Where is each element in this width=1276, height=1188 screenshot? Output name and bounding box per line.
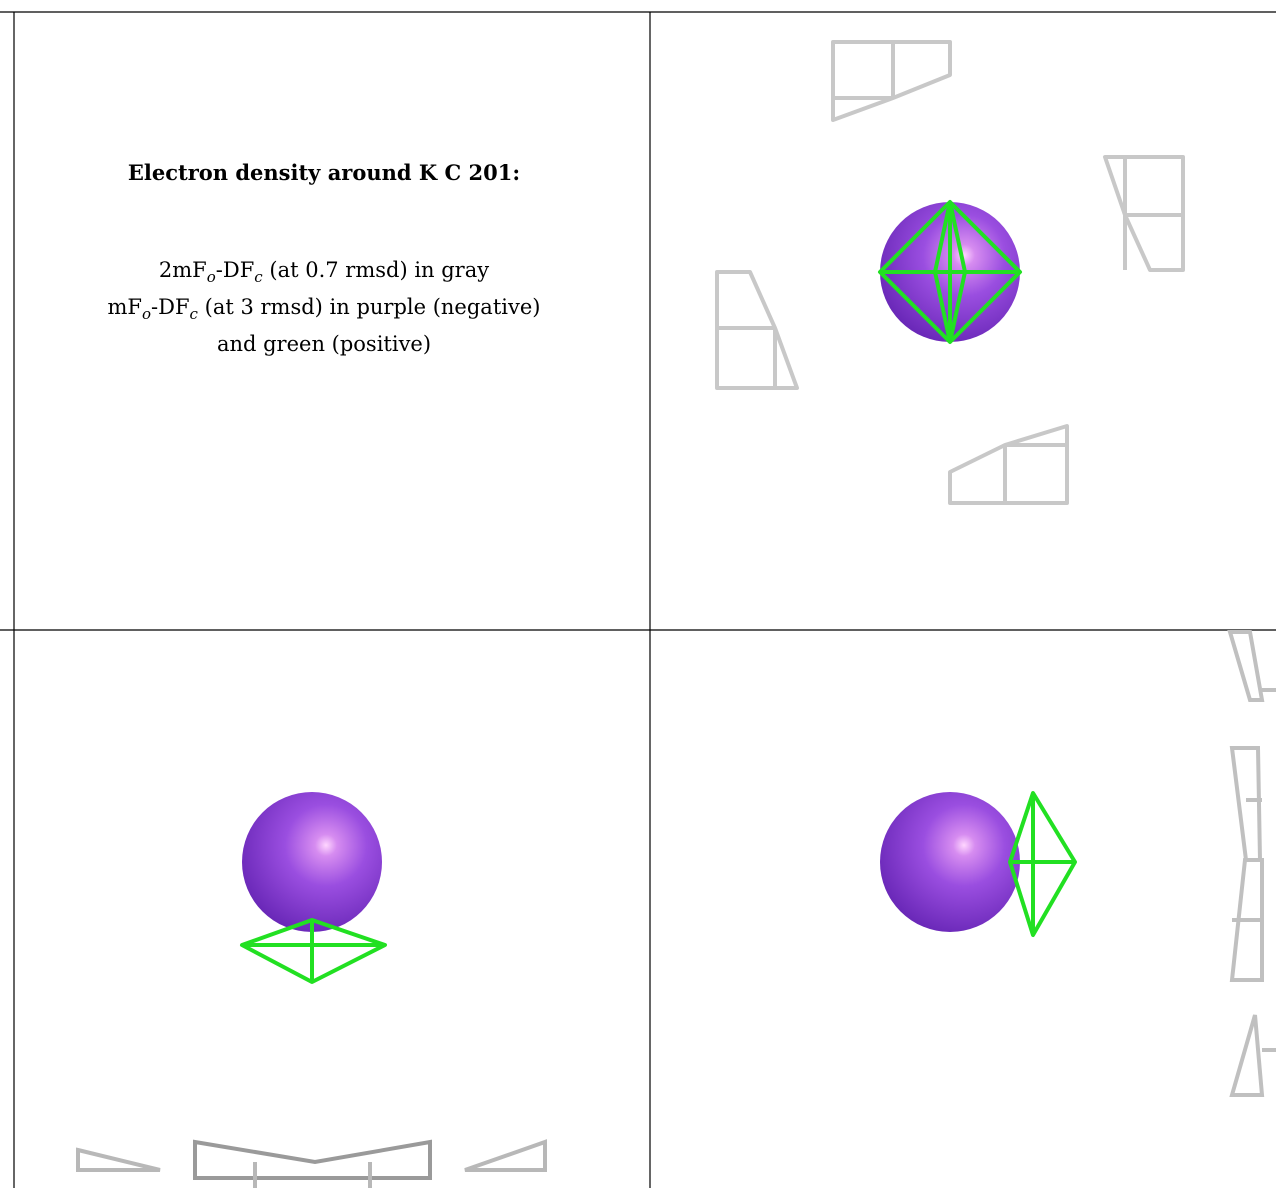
caption-line-1-sub-c: c	[254, 268, 263, 287]
caption-line-3: and green (positive)	[216, 332, 432, 357]
caption-line-2-c: (at 3 rmsd) in purple (negative)	[197, 295, 541, 320]
panel-bottom-right	[880, 630, 1276, 1097]
caption-line-1-a: 2mF	[158, 258, 207, 282]
caption-line-2-b: -DF	[151, 295, 190, 320]
potassium-sphere	[880, 792, 1020, 932]
caption-panel: Electron density around K C 201: 2mFo-DF…	[14, 160, 634, 359]
potassium-sphere	[242, 792, 382, 932]
caption-line-1-c: (at 0.7 rmsd) in gray	[262, 258, 490, 282]
grid-lines	[0, 11, 1276, 1188]
caption-line-1-b: -DF	[215, 258, 255, 282]
caption-line-2-sub-o: o	[142, 305, 152, 324]
caption-line-1: 2mFo-DFc (at 0.7 rmsd) in gray	[14, 255, 634, 292]
positive-density-mesh-green	[240, 918, 387, 984]
caption-line-2-sub-c: c	[189, 305, 198, 324]
density-mesh-gray	[715, 40, 1185, 505]
density-mesh-gray	[76, 1139, 547, 1188]
caption-line-1-sub-o: o	[206, 268, 216, 287]
density-mesh-gray	[1227, 630, 1276, 1097]
caption-title: Electron density around K C 201:	[127, 160, 521, 185]
panel-bottom-left	[76, 792, 547, 1188]
positive-density-mesh-green	[1008, 791, 1077, 937]
panel-top-right	[715, 40, 1185, 505]
caption-line-2: mFo-DFc (at 3 rmsd) in purple (negative)	[14, 292, 634, 329]
caption-line-2-a: mF	[107, 295, 142, 320]
positive-density-mesh-green	[878, 200, 1022, 344]
